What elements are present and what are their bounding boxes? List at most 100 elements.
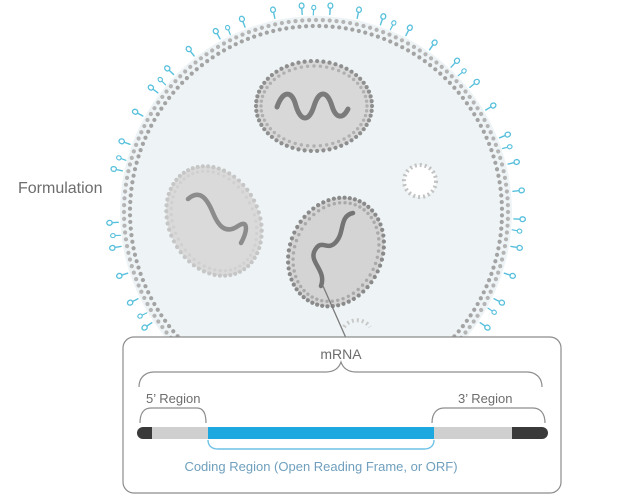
vesicle-upper-dot: [358, 76, 363, 81]
vesicle-upper-dot: [305, 144, 310, 148]
membrane-outer-dot: [463, 330, 468, 335]
peg-ligand-icon: [156, 75, 168, 87]
vesicle-upper-dot: [272, 77, 277, 82]
vesicle-right-dot: [370, 208, 375, 213]
vesicle-upper-dot: [366, 89, 372, 94]
vesicle-right-dot: [369, 280, 374, 285]
vesicle-upper-dot: [339, 143, 344, 148]
vesicle-left-dot: [236, 178, 241, 183]
membrane-inner-dot: [489, 148, 494, 153]
vesicle-right-dot: [291, 263, 295, 267]
vesicle-right-dot: [291, 251, 296, 255]
five-prime-cap: [137, 427, 152, 439]
membrane-outer-dot: [121, 209, 127, 215]
vesicle-right-dot: [371, 267, 375, 272]
vesicle-left: [164, 164, 264, 278]
vesicle-right-dot: [373, 212, 378, 217]
vesicle-upper-dot: [354, 134, 359, 140]
membrane-outer-dot: [374, 27, 379, 32]
vesicle-right-dot: [295, 224, 300, 230]
vesicle-upper-dot: [368, 113, 373, 118]
peg-ligand-icon: [125, 295, 140, 307]
membrane-inner-dot: [478, 296, 483, 301]
membrane-outer-dot: [505, 196, 510, 201]
mrna-strand-icon: [185, 192, 249, 246]
membrane-inner-dot: [167, 323, 172, 329]
membrane-outer-dot: [459, 84, 464, 89]
vesicle-upper-dot: [344, 66, 349, 71]
vesicle-left-dot: [175, 185, 180, 189]
vesicle-left-dot: [251, 248, 255, 252]
vesicle-upper-dot: [265, 131, 270, 136]
vesicle-right-dot: [376, 217, 381, 222]
vesicle-right-dot: [291, 257, 295, 261]
membrane-inner-dot: [129, 233, 134, 238]
membrane-outer-dot: [148, 111, 153, 117]
membrane-inner-dot: [494, 167, 500, 172]
vesicle-right-dot: [352, 197, 357, 202]
vesicle-upper-dot: [268, 127, 273, 131]
vesicle-right-dot: [381, 251, 386, 256]
vesicle-right-dot: [316, 203, 321, 208]
vesicle-left-dot: [169, 212, 173, 217]
vesicle-upper-dot: [279, 141, 284, 146]
membrane-inner-dot: [356, 28, 361, 34]
membrane-outer-dot: [475, 106, 480, 111]
vesicle-left-dot: [190, 166, 195, 171]
membrane-inner-dot: [205, 59, 210, 64]
vesicle-left-dot: [191, 263, 196, 268]
vesicle-right-dot: [294, 238, 299, 243]
membrane-outer-dot: [127, 257, 133, 262]
vesicle-upper-dot: [324, 65, 329, 69]
vesicle-upper-dot: [327, 147, 332, 152]
vesicle-upper-dot: [259, 85, 264, 90]
vesicle-right-dot: [369, 215, 374, 220]
peg-ligand-icon: [377, 12, 388, 27]
vesicle-left-dot: [255, 225, 259, 230]
peg-ligand-icon: [310, 4, 317, 16]
membrane-outer-dot: [482, 117, 487, 123]
membrane-outer-dot: [123, 230, 128, 235]
vesicle-right-dot: [372, 220, 376, 224]
membrane-inner-dot: [264, 30, 269, 35]
vesicle-right-dot: [297, 291, 302, 296]
vesicle-left-dot: [256, 210, 261, 215]
membrane-inner-dot: [284, 26, 289, 31]
membrane-outer-dot: [259, 25, 265, 30]
membrane-outer-dot: [499, 162, 505, 167]
peg-ligand-icon: [486, 305, 498, 316]
membrane-inner-dot: [143, 135, 148, 140]
vesicle-left-body: [166, 166, 262, 276]
vesicle-right-dot: [306, 210, 311, 215]
membrane-inner-dot: [180, 80, 185, 85]
vesicle-right-dot: [337, 195, 342, 200]
vesicle-left-dot: [228, 268, 233, 272]
membrane-outer-dot: [152, 106, 157, 111]
membrane-outer-dot: [399, 38, 405, 43]
membrane-inner-dot: [481, 129, 486, 134]
vesicle-right-dot: [287, 242, 293, 247]
vesicle-upper-dot: [315, 148, 320, 154]
vesicle-right-dot: [297, 232, 301, 237]
membrane-inner-dot: [443, 76, 448, 81]
membrane-outer-dot: [496, 270, 501, 275]
vesicle-right-dot: [312, 212, 316, 217]
membrane-outer-dot: [313, 17, 319, 23]
vesicle-right-dot: [358, 205, 362, 209]
membrane-inner-dot: [428, 63, 433, 68]
vesicle-upper-dot: [318, 64, 323, 68]
vesicle-right-dot: [325, 299, 329, 304]
peg-ligand-icon: [483, 101, 498, 113]
membrane-inner-dot: [491, 265, 496, 270]
vesicle-left-dot: [196, 266, 201, 271]
membrane-inner-dot: [337, 25, 342, 30]
vesicle-right-dot: [351, 291, 356, 295]
vesicle-upper-dot: [282, 71, 286, 75]
membrane-outer-dot: [127, 162, 133, 167]
membrane-outer-dot: [347, 20, 353, 26]
membrane-outer-dot: [488, 130, 493, 135]
vesicle-right-body: [288, 197, 384, 307]
vesicle-upper-dot: [256, 89, 262, 94]
membrane-inner-dot: [159, 313, 164, 318]
